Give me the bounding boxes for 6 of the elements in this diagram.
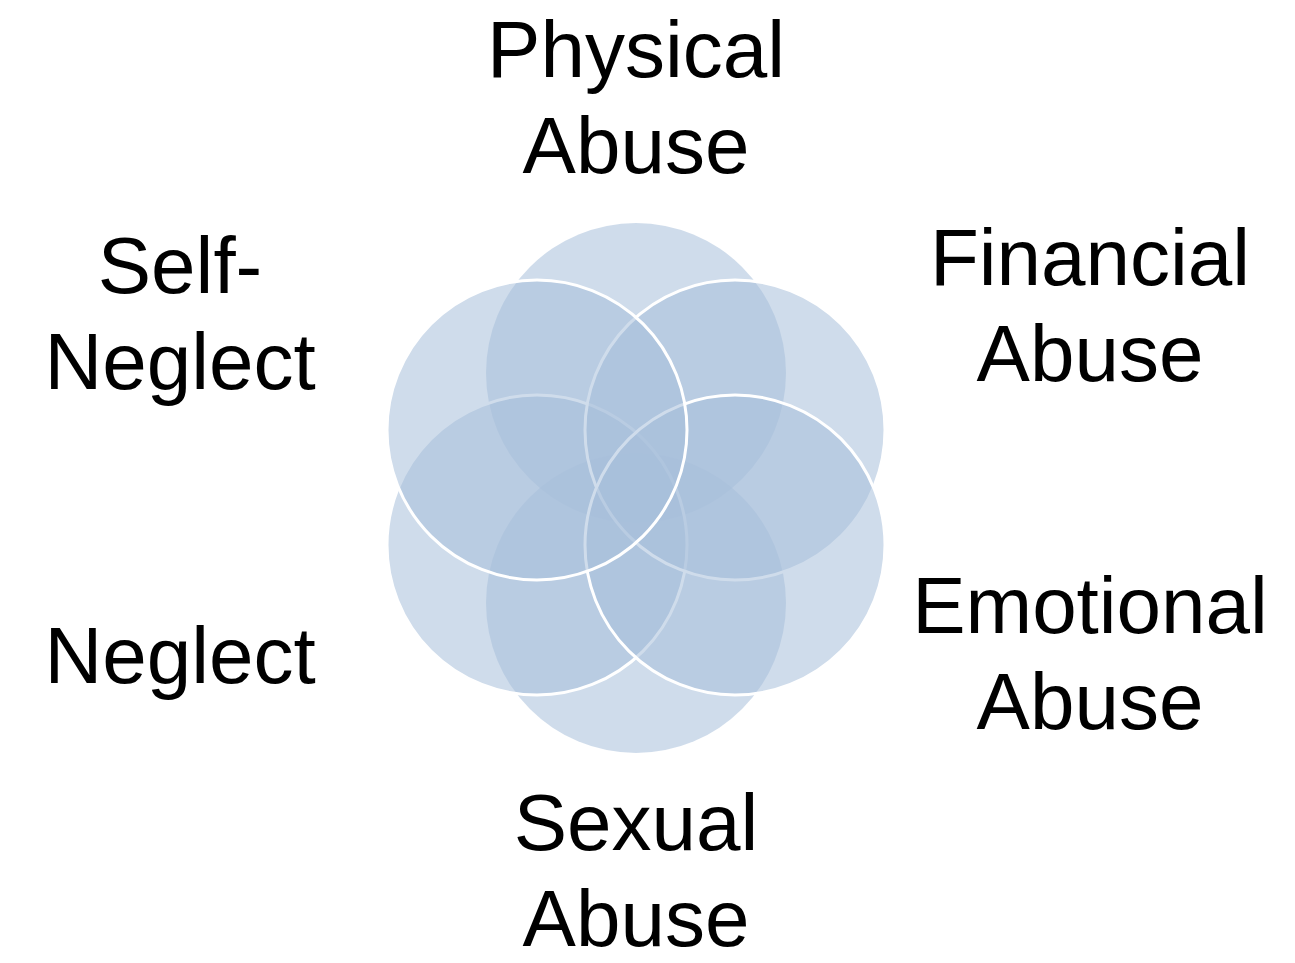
circle-label: Sexual Abuse <box>512 777 760 963</box>
circle-label: Physical Abuse <box>486 4 786 192</box>
circle-label: Neglect <box>43 610 317 702</box>
circle-label: Self-Neglect <box>43 220 317 408</box>
circle-label: Financial Abuse <box>928 212 1252 400</box>
circle-label: Emotional Abuse <box>911 560 1269 748</box>
